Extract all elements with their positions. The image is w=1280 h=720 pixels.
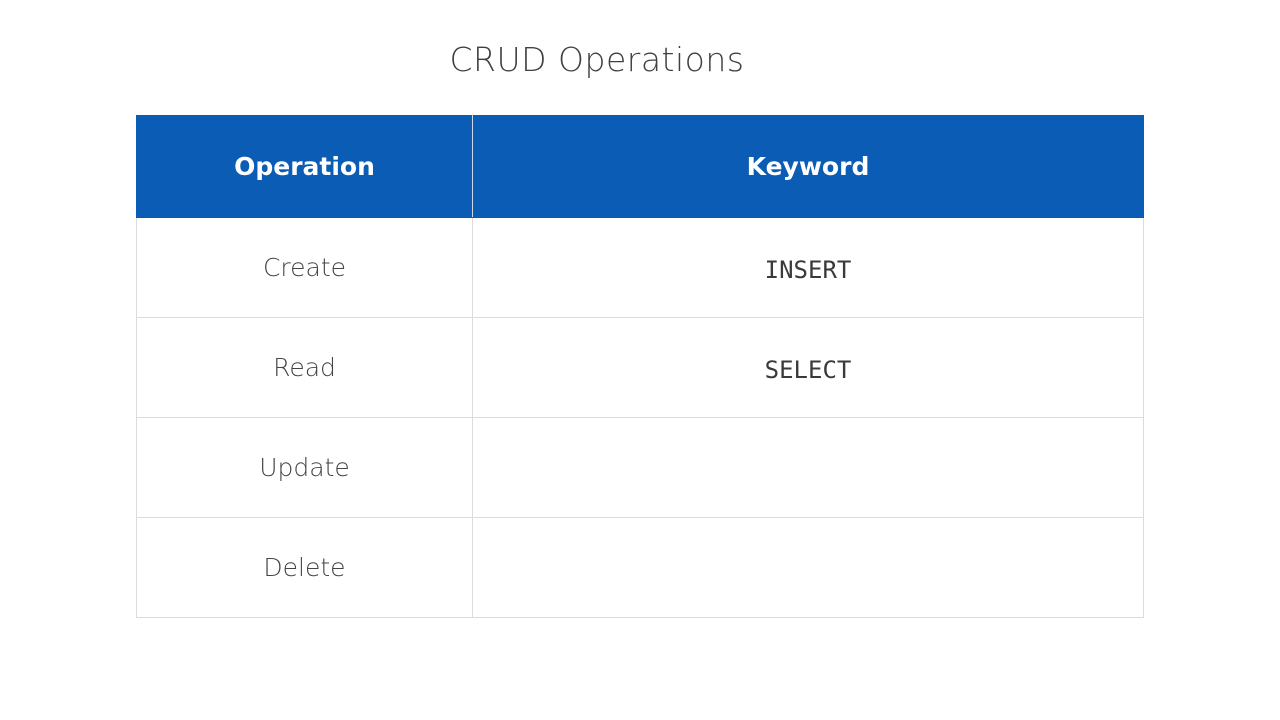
cell-keyword: INSERT: [472, 217, 1144, 318]
page-title: CRUD Operations: [449, 40, 745, 79]
cell-operation: Update: [136, 417, 473, 518]
cell-operation: Create: [136, 217, 473, 318]
table-header-row: Operation Keyword: [136, 115, 1144, 218]
table-row: Read SELECT: [136, 317, 1144, 418]
cell-keyword: SELECT: [472, 317, 1144, 418]
cell-operation: Read: [136, 317, 473, 418]
table-row: Update: [136, 417, 1144, 518]
crud-table: Operation Keyword Create INSERT Read SEL…: [136, 115, 1144, 618]
header-operation: Operation: [136, 115, 473, 218]
header-keyword: Keyword: [472, 115, 1144, 218]
cell-operation: Delete: [136, 517, 473, 618]
cell-keyword: [472, 417, 1144, 518]
table-row: Delete: [136, 517, 1144, 618]
table-row: Create INSERT: [136, 217, 1144, 318]
cell-keyword: [472, 517, 1144, 618]
